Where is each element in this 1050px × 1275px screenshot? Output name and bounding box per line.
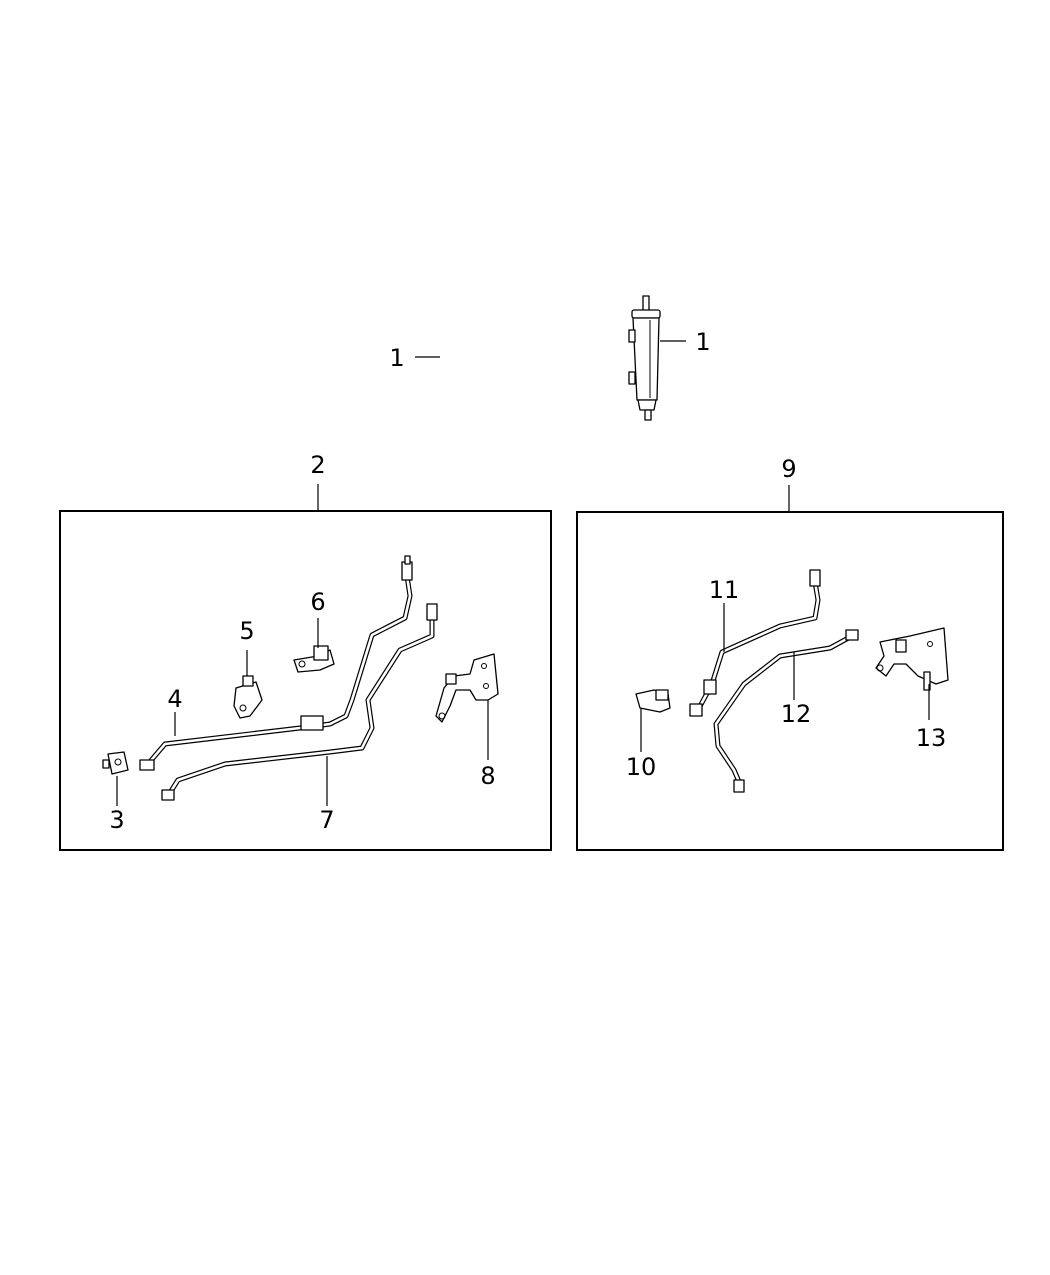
callout-6: 6 <box>310 588 325 616</box>
callout-1-right: 1 <box>695 328 710 356</box>
callout-4: 4 <box>167 685 182 713</box>
part-3-clip <box>102 751 129 775</box>
part-7-tube <box>161 603 438 801</box>
callout-1-left: 1 <box>389 344 404 372</box>
callout-3: 3 <box>109 806 124 834</box>
callout-7: 7 <box>319 806 334 834</box>
part-10-clip <box>635 689 671 713</box>
part-13-bracket <box>875 627 949 691</box>
callout-9: 9 <box>781 455 796 483</box>
part-8-bracket <box>435 653 499 723</box>
callout-12: 12 <box>781 700 812 728</box>
callout-5: 5 <box>239 617 254 645</box>
part-4-tube <box>139 555 413 771</box>
callout-10: 10 <box>626 753 657 781</box>
part-11-tube <box>689 569 821 717</box>
assembly-2-frame <box>59 510 552 851</box>
callout-2: 2 <box>310 451 325 479</box>
callout-13: 13 <box>916 724 947 752</box>
part-6-bracket <box>293 645 335 673</box>
assembly-9-frame <box>576 511 1004 851</box>
callout-11: 11 <box>709 576 740 604</box>
part-5-bracket <box>233 675 263 719</box>
part-1-canister <box>628 295 661 421</box>
callout-8: 8 <box>480 762 495 790</box>
part-12-tube <box>713 629 859 793</box>
